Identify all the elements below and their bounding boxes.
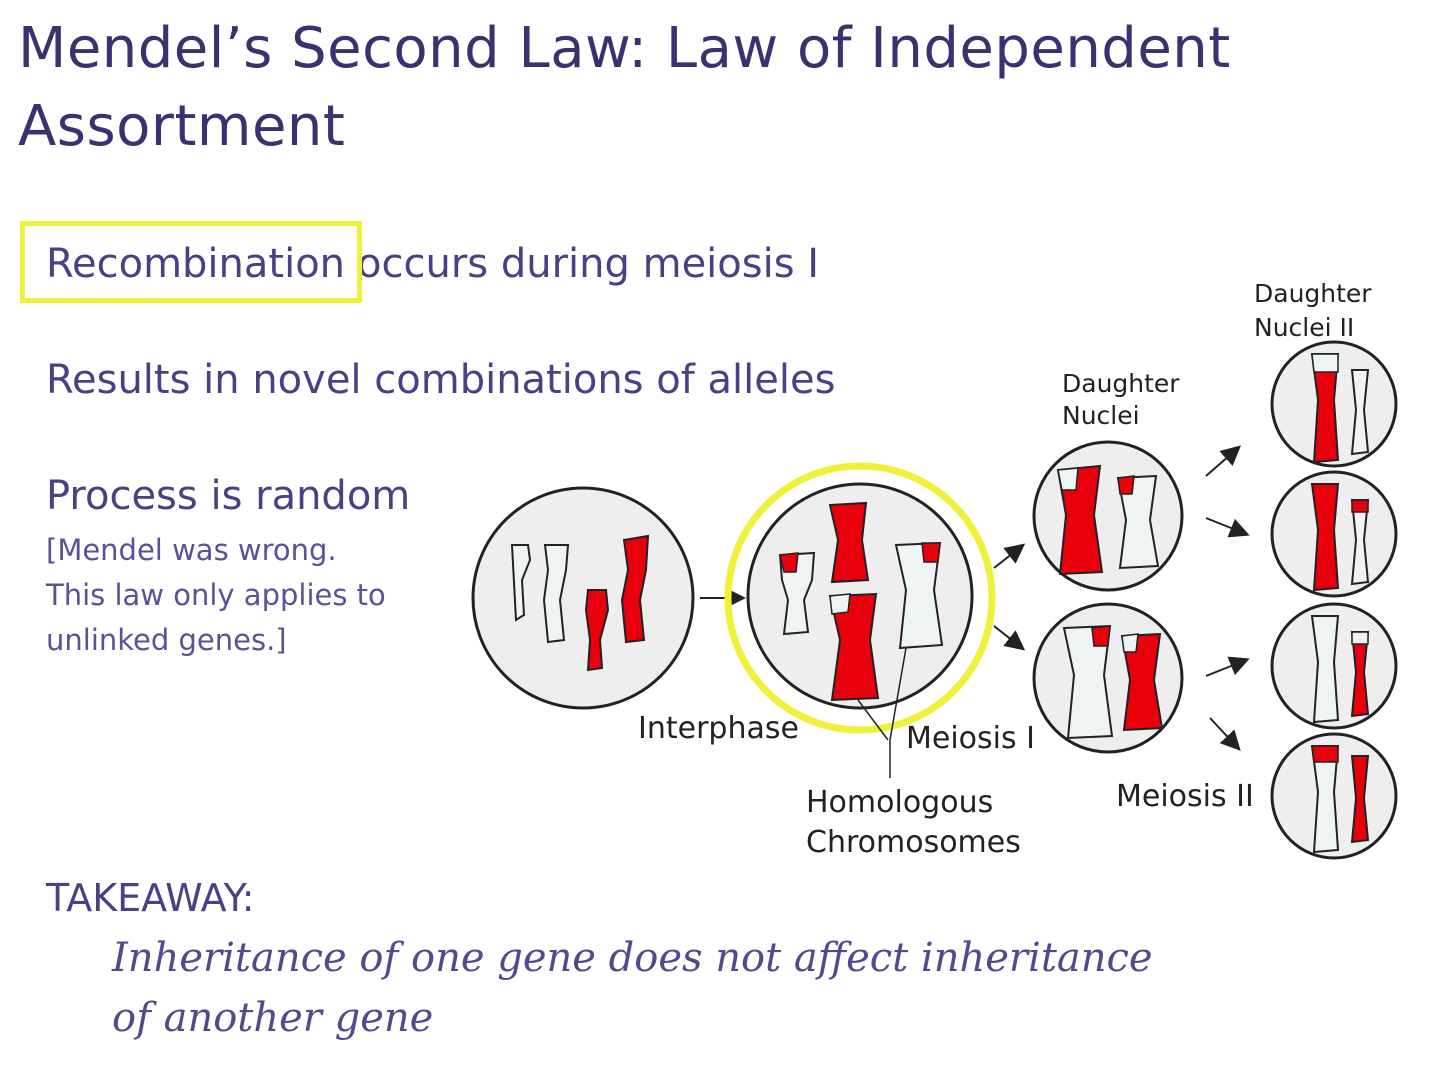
takeaway-label: TAKEAWAY:: [46, 876, 255, 920]
arrow: [1205, 445, 1242, 477]
chromosome-pair-red: [828, 501, 870, 584]
label-homologous: Homologous: [806, 785, 993, 820]
label-daughter-nuclei-2: Nuclei: [1062, 401, 1140, 430]
bullet-process-random: Process is random: [46, 473, 411, 519]
recombination-term: Recombination: [46, 241, 346, 287]
meiosis-i-highlight-circle: [724, 462, 996, 734]
bullet-novel-combinations: Results in novel combinations of alleles: [46, 357, 836, 403]
mendel-note: [Mendel was wrong. This law only applies…: [46, 528, 386, 663]
takeaway-line-2: of another gene: [112, 995, 434, 1041]
recombination-rest: occurs during meiosis I: [357, 241, 820, 287]
arrow: [1209, 717, 1241, 751]
label-daughter-nuclei-ii-2: Nuclei II: [1254, 313, 1354, 342]
takeaway-line-1: Inheritance of one gene does not affect …: [112, 935, 1153, 981]
label-daughter-nuclei-ii-1: Daughter: [1254, 279, 1372, 308]
slide-title: Mendel’s Second Law: Law of Independent …: [18, 16, 1231, 159]
arrow: [1205, 656, 1250, 677]
arrow: [993, 543, 1026, 569]
takeaway-text: Inheritance of one gene does not affect …: [112, 928, 1153, 1048]
chromosome-white: [542, 544, 570, 644]
note-line-2: This law only applies to: [46, 578, 386, 612]
note-line-3: unlinked genes.]: [46, 623, 287, 657]
label-meiosis-ii: Meiosis II: [1116, 779, 1254, 814]
daughter-nucleus-ii-3: [1270, 602, 1398, 730]
label-chromosomes: Chromosomes: [806, 825, 1021, 860]
interphase-cell: [471, 486, 695, 710]
daughter-nucleus-ii-4: [1270, 732, 1398, 860]
arrow: [993, 625, 1026, 651]
note-line-1: [Mendel was wrong.: [46, 533, 337, 567]
arrow: [1205, 517, 1250, 538]
daughter-nucleus-top: [1032, 440, 1184, 592]
label-meiosis-i: Meiosis I: [906, 721, 1035, 756]
chromosome-pair: [778, 551, 816, 636]
label-interphase: Interphase: [638, 711, 799, 746]
recombination-highlight-box: [20, 221, 362, 303]
daughter-nucleus-bottom: [1032, 602, 1184, 754]
chromosome-white: [510, 544, 532, 622]
daughter-nucleus-ii-2: [1270, 470, 1398, 598]
chromosome-pair-red: [828, 592, 880, 702]
meiosis-i-cell: [724, 462, 996, 734]
label-daughter-nuclei-1: Daughter: [1062, 369, 1180, 398]
daughter-nucleus-ii-1: [1270, 340, 1398, 468]
chromosome-red: [584, 589, 610, 672]
chromosome-red: [620, 534, 650, 644]
